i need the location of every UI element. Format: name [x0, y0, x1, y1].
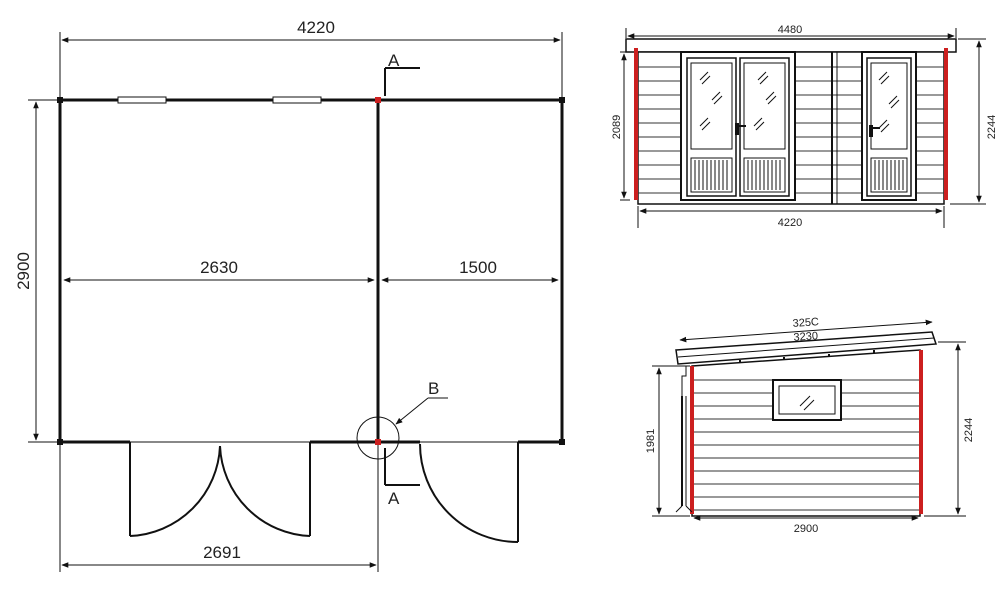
label-side-height: 2244	[963, 418, 975, 442]
dim-side-roof-inner: 3230	[793, 330, 818, 344]
dim-front-door-height: 2089	[611, 51, 630, 201]
plan-window-2	[272, 96, 322, 104]
front-double-door	[680, 51, 796, 201]
label-front-bottom: 4220	[778, 217, 802, 229]
label-front-height: 2244	[986, 115, 998, 139]
dim-overall-width: 4220	[59, 18, 563, 97]
label-depth: 2900	[14, 252, 33, 290]
side-window	[772, 379, 842, 421]
front-elevation: 4480 4220 2089 2244	[611, 24, 998, 229]
dim-room-left: 2630	[63, 258, 375, 283]
floor-plan: 4220 2900 2630 1500 2691 A	[14, 18, 565, 572]
dim-door-span: 2691	[59, 445, 379, 572]
dim-room-right: 1500	[381, 258, 559, 283]
front-roof	[625, 38, 957, 53]
dim-front-bottom: 4220	[637, 206, 945, 229]
dim-front-height: 2244	[950, 38, 998, 205]
partition-post-bottom	[375, 439, 381, 445]
side-wall	[691, 349, 921, 517]
plan-double-door	[129, 442, 311, 537]
side-post-left	[690, 366, 694, 514]
label-overall-width: 4220	[297, 18, 335, 37]
dim-side-wall-height: 1981	[645, 365, 690, 517]
label-side-roof-outer: 325C	[792, 316, 819, 330]
front-post-left	[634, 48, 638, 200]
side-elevation: 325C 3230 1981 2244 2900	[645, 316, 975, 535]
label-room-right: 1500	[459, 258, 497, 277]
label-door-span: 2691	[203, 543, 241, 562]
label-front-top: 4480	[778, 24, 802, 36]
label-side-base: 2900	[794, 523, 818, 535]
label-room-left: 2630	[200, 258, 238, 277]
dim-side-height: 2244	[924, 341, 975, 517]
front-single-door	[861, 51, 917, 201]
plan-single-door	[419, 442, 519, 543]
label-front-door-height: 2089	[611, 115, 623, 139]
label-section-bottom: A	[388, 489, 400, 508]
partition-post-top	[375, 97, 381, 103]
label-side-roof-inner: 3230	[793, 330, 818, 344]
dim-side-base: 2900	[693, 515, 919, 535]
label-detail: B	[428, 379, 439, 398]
section-marker-bottom: A	[384, 448, 420, 508]
label-section-top: A	[388, 51, 400, 70]
dim-front-top: 4480	[625, 24, 957, 39]
front-post-right	[944, 48, 948, 200]
section-marker-top: A	[384, 51, 420, 96]
dim-depth: 2900	[14, 99, 57, 443]
side-post-right	[919, 350, 923, 514]
label-side-wall-height: 1981	[645, 429, 657, 453]
dim-side-roof-outer: 325C	[679, 316, 933, 343]
plan-window-1	[117, 96, 167, 104]
side-downpipe	[670, 365, 693, 513]
detail-marker: B	[356, 379, 448, 460]
